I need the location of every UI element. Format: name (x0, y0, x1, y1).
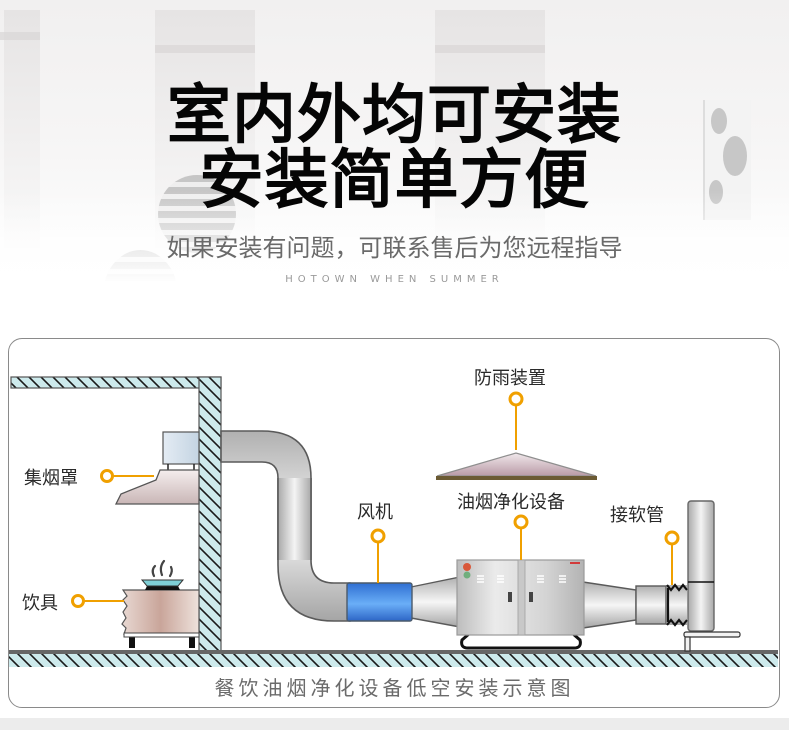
label-rain-cover: 防雨装置 (474, 368, 546, 389)
exhaust-duct (220, 430, 351, 622)
hood-motor-box (162, 431, 200, 465)
background-band (155, 45, 255, 53)
hero-title-line-1: 室内外均可安装 (167, 79, 622, 153)
floor-slab (9, 654, 778, 667)
callout-lines (71, 391, 680, 608)
indicator-light (463, 571, 471, 579)
indicator-light (463, 563, 471, 571)
duct-vertical (278, 478, 311, 560)
label-purifier: 油烟净化设备 (457, 492, 565, 513)
flex-hose (666, 583, 688, 627)
hero-fade (0, 190, 789, 300)
outlet-cone (582, 581, 637, 629)
background-band (435, 45, 545, 53)
callout-marker-stove (71, 594, 85, 608)
range-hood (114, 431, 200, 505)
label-fan: 风机 (357, 502, 393, 523)
transition-duct (410, 576, 461, 628)
bottom-divider (0, 718, 789, 730)
hero-banner (0, 0, 789, 300)
stove (121, 559, 200, 648)
installation-diagram-panel (8, 338, 780, 708)
door-handle (508, 592, 512, 602)
brand-label (570, 562, 580, 564)
background-band (0, 32, 40, 40)
purifier-unit (456, 559, 585, 650)
label-flex-pipe: 接软管 (610, 505, 664, 526)
door-handle (529, 592, 533, 602)
label-hood: 集烟罩 (24, 468, 78, 489)
steam-icon (151, 559, 173, 578)
callout-marker-fan (370, 528, 386, 544)
fan-unit (346, 582, 413, 622)
hero-tagline: HOTOWN WHEN SUMMER (285, 274, 504, 285)
exhaust-stack (683, 500, 741, 652)
outlet-pipe (635, 585, 667, 625)
building-structure (9, 376, 778, 667)
exterior-wall (198, 376, 222, 654)
rain-cover (436, 452, 597, 480)
callout-marker-hood (100, 469, 114, 483)
hero-subtitle: 如果安装有问题，可联系售后为您远程指导 (166, 234, 623, 262)
diagram-caption: 餐饮油烟净化设备低空安装示意图 (214, 676, 575, 700)
callout-marker-flex-pipe (664, 530, 680, 546)
callout-marker-rain-cover (508, 391, 524, 407)
callout-marker-purifier (513, 514, 529, 530)
floor-line (9, 650, 778, 654)
hero-title-line-2: 安装简单方便 (199, 144, 590, 218)
label-stove: 饮具 (22, 593, 58, 614)
ceiling-slab (10, 376, 222, 389)
